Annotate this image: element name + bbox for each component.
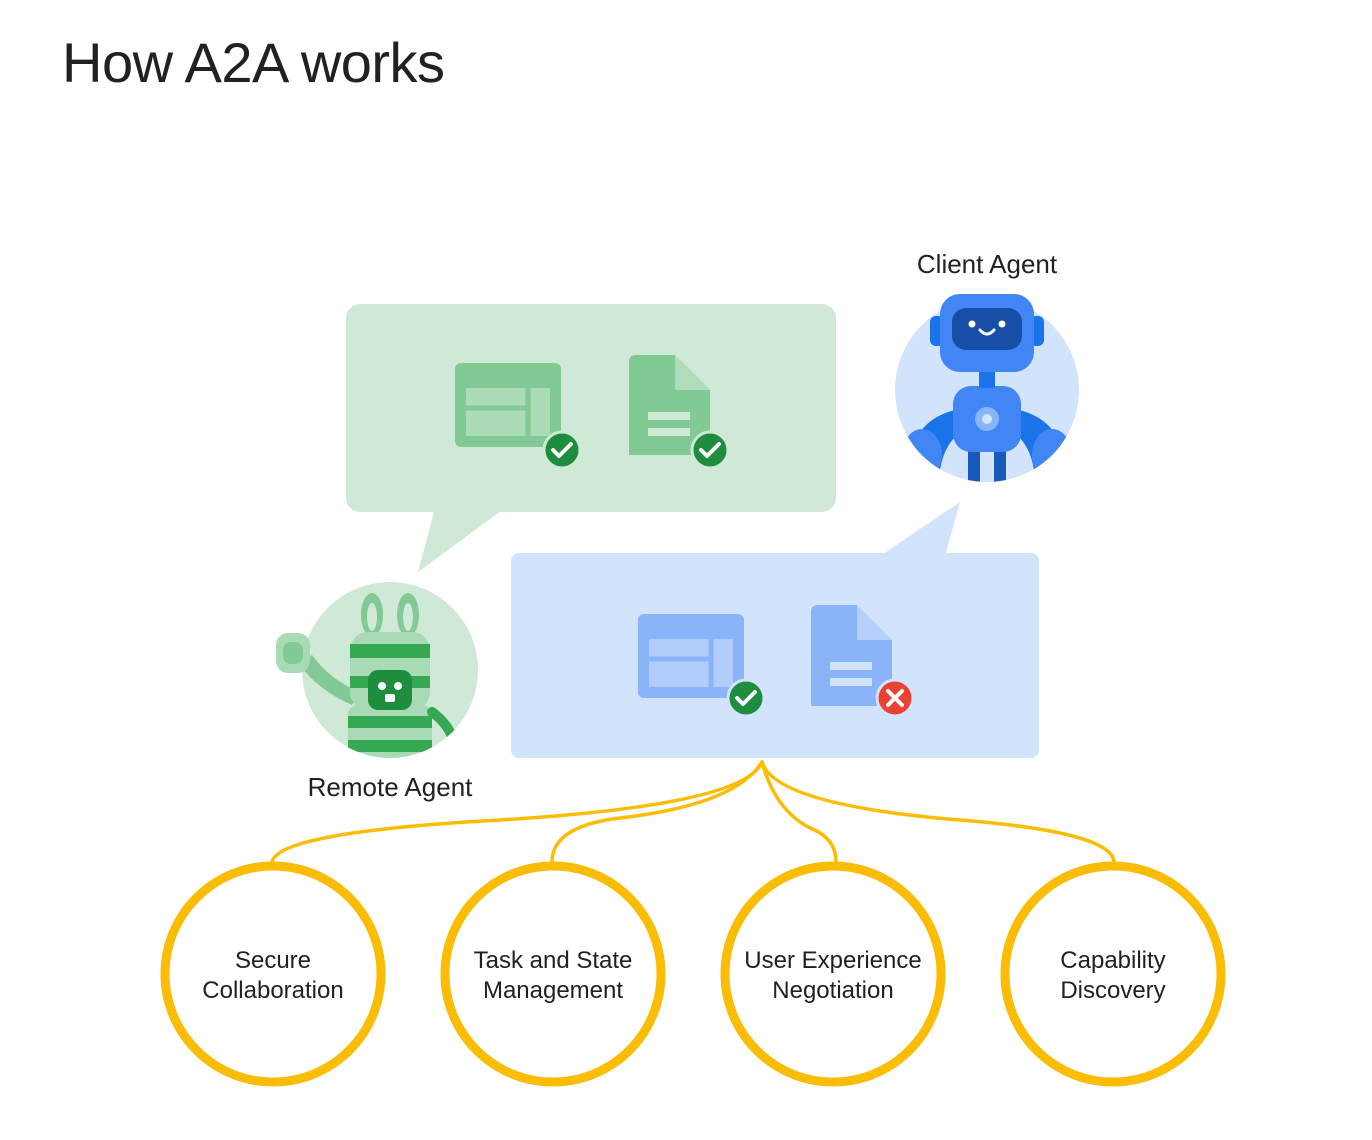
document-icon bbox=[811, 605, 892, 706]
bunny-robot-icon bbox=[276, 582, 478, 758]
check-icon bbox=[542, 430, 582, 470]
capability-task-state-management: Task and State Management bbox=[440, 861, 666, 1087]
spreadsheet-icon bbox=[455, 363, 561, 447]
capability-label: Task and State bbox=[474, 947, 633, 974]
connector-lines bbox=[270, 760, 1116, 864]
capability-secure-collaboration: Secure Collaboration bbox=[160, 861, 386, 1087]
capability-label: User Experience bbox=[744, 947, 921, 974]
capability-label: Capability bbox=[1060, 947, 1165, 974]
capability-label: Management bbox=[483, 977, 623, 1004]
remote-agent-label: Remote Agent bbox=[308, 772, 474, 802]
check-icon bbox=[690, 430, 730, 470]
capability-capability-discovery: Capability Discovery bbox=[1000, 861, 1226, 1087]
capability-label: Discovery bbox=[1060, 977, 1165, 1004]
remote-response-bubble bbox=[346, 304, 836, 572]
client-request-bubble bbox=[511, 502, 1039, 758]
client-agent-label: Client Agent bbox=[917, 249, 1058, 279]
spreadsheet-icon bbox=[638, 614, 744, 698]
capability-label: Collaboration bbox=[202, 977, 343, 1004]
check-icon bbox=[726, 678, 766, 718]
capability-label: Negotiation bbox=[772, 977, 893, 1004]
error-icon bbox=[875, 678, 915, 718]
page-title: How A2A works bbox=[62, 31, 445, 94]
capability-label: Secure bbox=[235, 947, 311, 974]
capability-user-experience-negotiation: User Experience Negotiation bbox=[720, 861, 946, 1087]
robot-icon bbox=[895, 294, 1079, 482]
document-icon bbox=[629, 355, 710, 455]
